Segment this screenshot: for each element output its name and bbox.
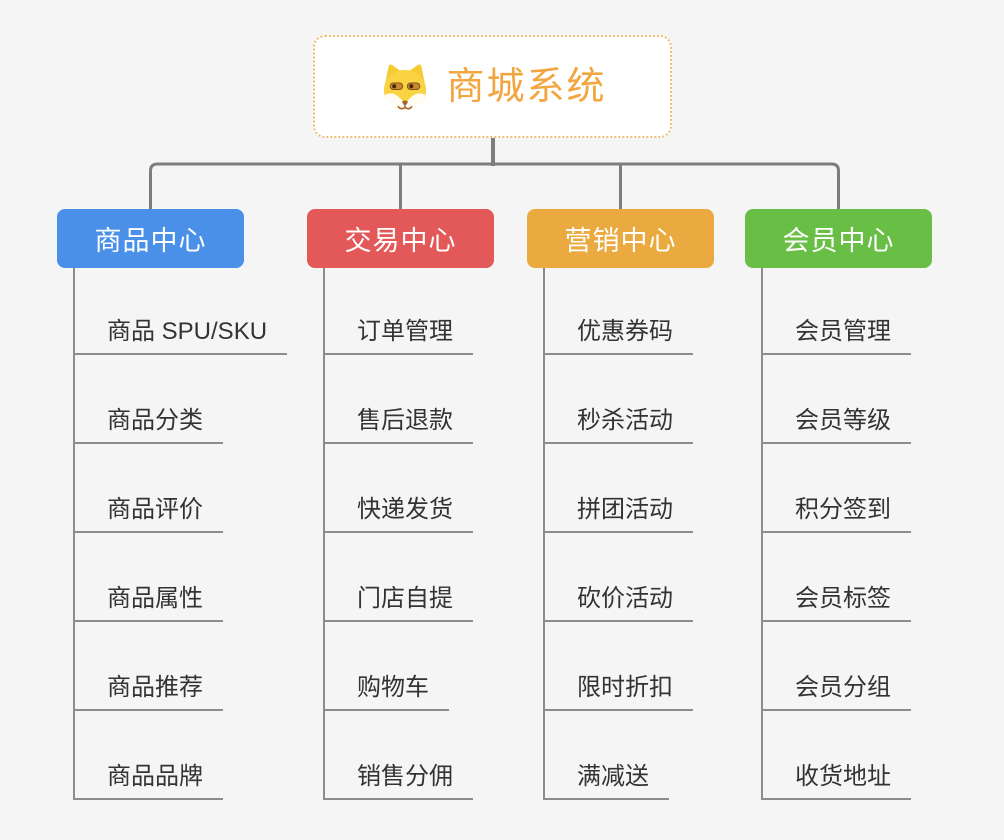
branch-topic-marketing-center[interactable]: 营销中心 xyxy=(527,209,714,268)
branch-topic-product-center[interactable]: 商品中心 xyxy=(57,209,244,268)
branch-marketing-center: 营销中心 优惠券码 秒杀活动 拼团活动 砍价活动 限时折扣 满减送 xyxy=(527,209,757,800)
subtopic-item[interactable]: 秒杀活动 xyxy=(543,355,693,444)
subtopic-item[interactable]: 售后退款 xyxy=(323,355,473,444)
subtopic-item[interactable]: 会员等级 xyxy=(761,355,911,444)
connector-bus-line xyxy=(149,162,840,209)
dog-eye xyxy=(407,82,421,91)
subtopic-item[interactable]: 会员管理 xyxy=(761,266,911,355)
subtopic-item[interactable]: 砍价活动 xyxy=(543,533,693,622)
branch-topic-label: 营销中心 xyxy=(564,226,677,256)
branch-topic-label: 商品中心 xyxy=(94,226,207,256)
subtopic-item[interactable]: 满减送 xyxy=(543,711,669,800)
subtopic-item[interactable]: 商品分类 xyxy=(73,355,223,444)
dog-face-icon xyxy=(384,64,427,111)
subtopic-item[interactable]: 门店自提 xyxy=(323,533,473,622)
subtopic-item[interactable]: 会员分组 xyxy=(761,622,911,711)
subtopic-item[interactable]: 快递发货 xyxy=(323,444,473,533)
subtopic-list: 商品 SPU/SKU 商品分类 商品评价 商品属性 商品推荐 商品品牌 xyxy=(73,266,288,800)
subtopic-item[interactable]: 商品属性 xyxy=(73,533,223,622)
subtopic-item[interactable]: 订单管理 xyxy=(323,266,473,355)
subtopic-item[interactable]: 商品评价 xyxy=(73,444,223,533)
branch-connector-line xyxy=(323,268,325,800)
subtopic-item[interactable]: 优惠券码 xyxy=(543,266,693,355)
subtopic-list: 订单管理 售后退款 快递发货 门店自提 购物车 销售分佣 xyxy=(323,266,473,800)
subtopic-list: 优惠券码 秒杀活动 拼团活动 砍价活动 限时折扣 满减送 xyxy=(543,266,693,800)
branch-connector-line xyxy=(543,268,545,800)
branch-topic-member-center[interactable]: 会员中心 xyxy=(745,209,932,268)
branch-trade-center: 交易中心 订单管理 售后退款 快递发货 门店自提 购物车 销售分佣 xyxy=(307,209,537,800)
subtopic-item[interactable]: 限时折扣 xyxy=(543,622,693,711)
branch-connector-line xyxy=(73,268,75,800)
root-topic-title: 商城系统 xyxy=(446,65,607,108)
subtopic-item[interactable]: 会员标签 xyxy=(761,533,911,622)
subtopic-item[interactable]: 商品推荐 xyxy=(73,622,223,711)
subtopic-list: 会员管理 会员等级 积分签到 会员标签 会员分组 收货地址 xyxy=(761,266,911,800)
subtopic-item[interactable]: 拼团活动 xyxy=(543,444,693,533)
subtopic-item[interactable]: 购物车 xyxy=(323,622,449,711)
dog-eye xyxy=(390,82,404,91)
branch-topic-label: 交易中心 xyxy=(344,226,457,256)
branch-product-center: 商品中心 商品 SPU/SKU 商品分类 商品评价 商品属性 商品推荐 商品品牌 xyxy=(57,209,288,800)
subtopic-item[interactable]: 销售分佣 xyxy=(323,711,473,800)
branch-connector-line xyxy=(761,268,763,800)
branch-topic-trade-center[interactable]: 交易中心 xyxy=(307,209,494,268)
subtopic-item[interactable]: 商品品牌 xyxy=(73,711,223,800)
subtopic-item[interactable]: 收货地址 xyxy=(761,711,911,800)
subtopic-item[interactable]: 积分签到 xyxy=(761,444,911,533)
subtopic-item[interactable]: 商品 SPU/SKU xyxy=(73,266,288,355)
branch-member-center: 会员中心 会员管理 会员等级 积分签到 会员标签 会员分组 收货地址 xyxy=(745,209,975,800)
root-topic[interactable]: 商城系统 xyxy=(313,35,672,138)
branch-topic-label: 会员中心 xyxy=(782,226,895,256)
